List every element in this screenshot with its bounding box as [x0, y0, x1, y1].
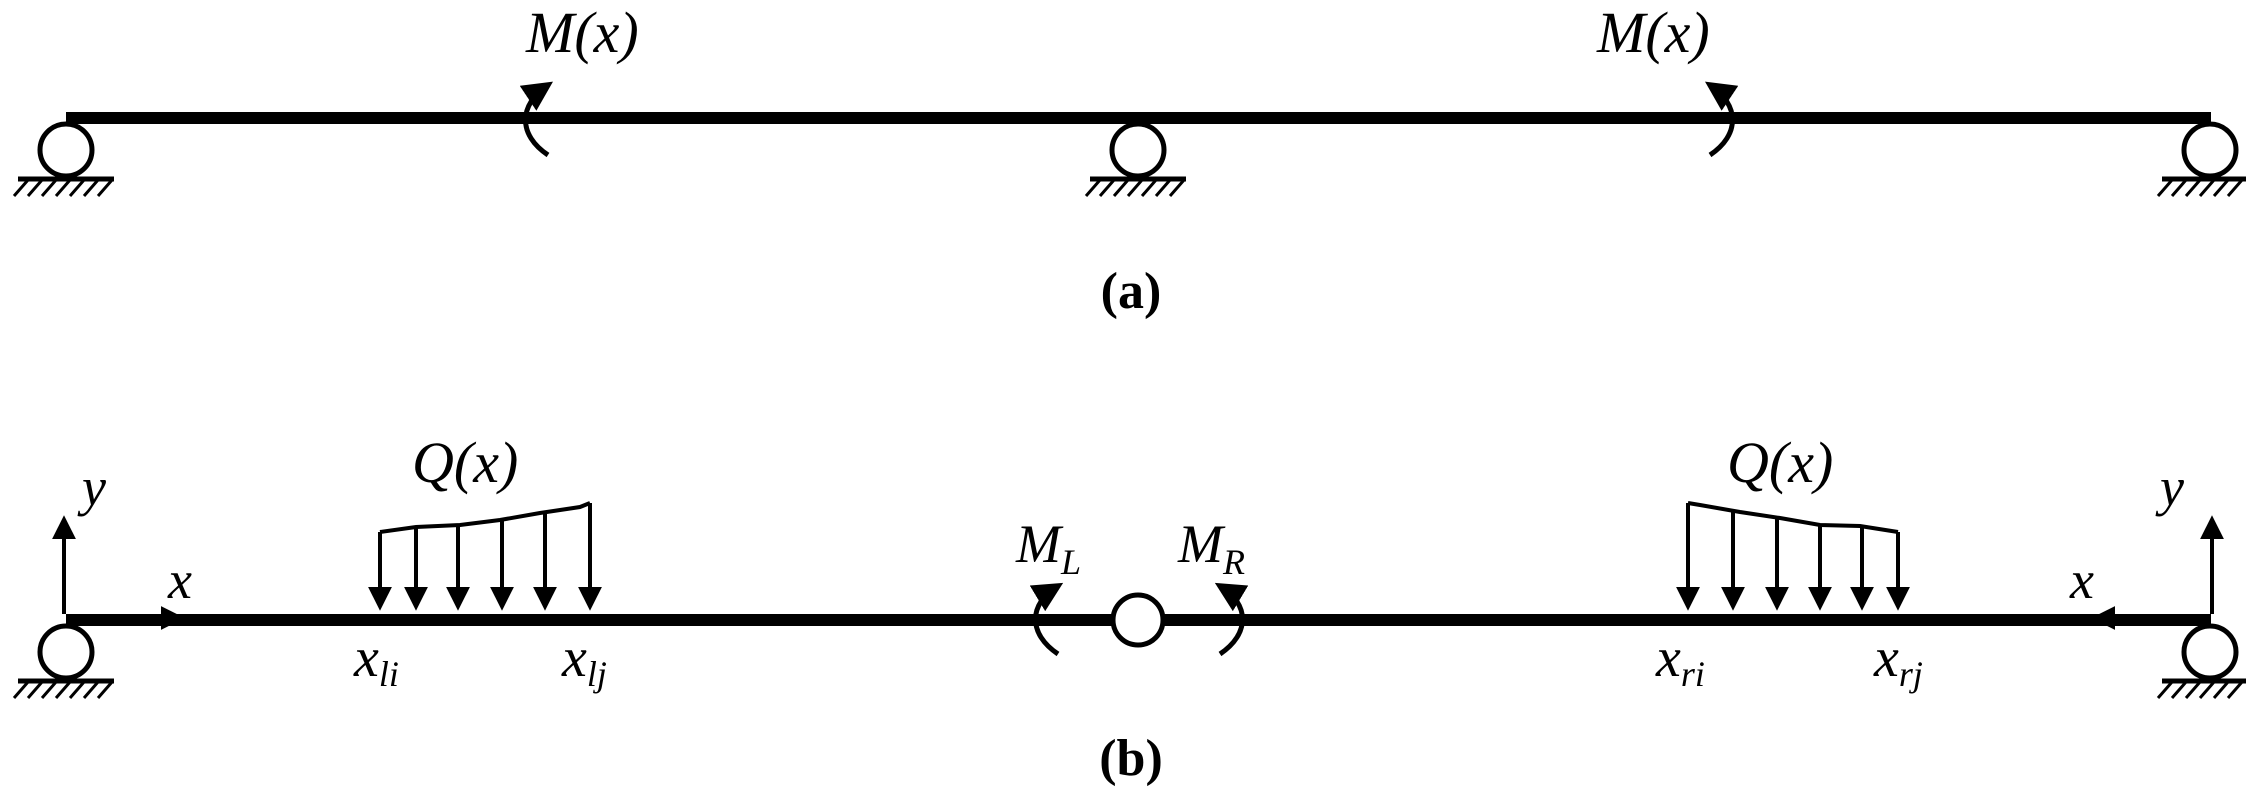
- panel-b: y x y x Q(x): [12, 430, 2246, 787]
- label-x-lj: xlj: [561, 627, 607, 694]
- panel-a: M(x) M(x) (a): [12, 0, 2246, 320]
- moment-arrow-mr: [1214, 582, 1249, 657]
- label-x-rj: xrj: [1873, 627, 1923, 694]
- moment-arrow-ml: [1029, 582, 1064, 657]
- load-label-right: Q(x): [1727, 430, 1833, 495]
- axis-x-right-label: x: [2069, 550, 2094, 610]
- axes-right: [2091, 515, 2224, 630]
- moment-label-a-left: M(x): [525, 0, 639, 65]
- moment-arrow-a-right: [1705, 81, 1739, 158]
- moment-arrow-a-left: [519, 81, 553, 158]
- beam-a: [66, 112, 2211, 124]
- hinge: [1110, 592, 1166, 648]
- support-a-middle: [1084, 121, 1186, 197]
- axis-y-right-label: y: [2155, 457, 2184, 517]
- support-a-left: [12, 121, 114, 197]
- support-a-right: [2156, 121, 2246, 197]
- distributed-load-right: [1676, 501, 1910, 611]
- axis-y-left-label: y: [77, 457, 106, 517]
- distributed-load-left: [368, 501, 602, 611]
- support-b-right: [2156, 623, 2246, 699]
- label-x-li: xli: [353, 627, 399, 694]
- axis-x-left-label: x: [167, 550, 192, 610]
- axes-left: [52, 515, 185, 630]
- moment-label-a-right: M(x): [1596, 0, 1710, 65]
- load-label-left: Q(x): [412, 430, 518, 495]
- moment-label-mr: MR: [1177, 514, 1245, 582]
- label-x-ri: xri: [1655, 627, 1705, 694]
- support-b-left: [12, 623, 114, 699]
- caption-a: (a): [1101, 263, 1162, 320]
- moment-label-ml: ML: [1015, 514, 1081, 582]
- caption-b: (b): [1099, 730, 1163, 787]
